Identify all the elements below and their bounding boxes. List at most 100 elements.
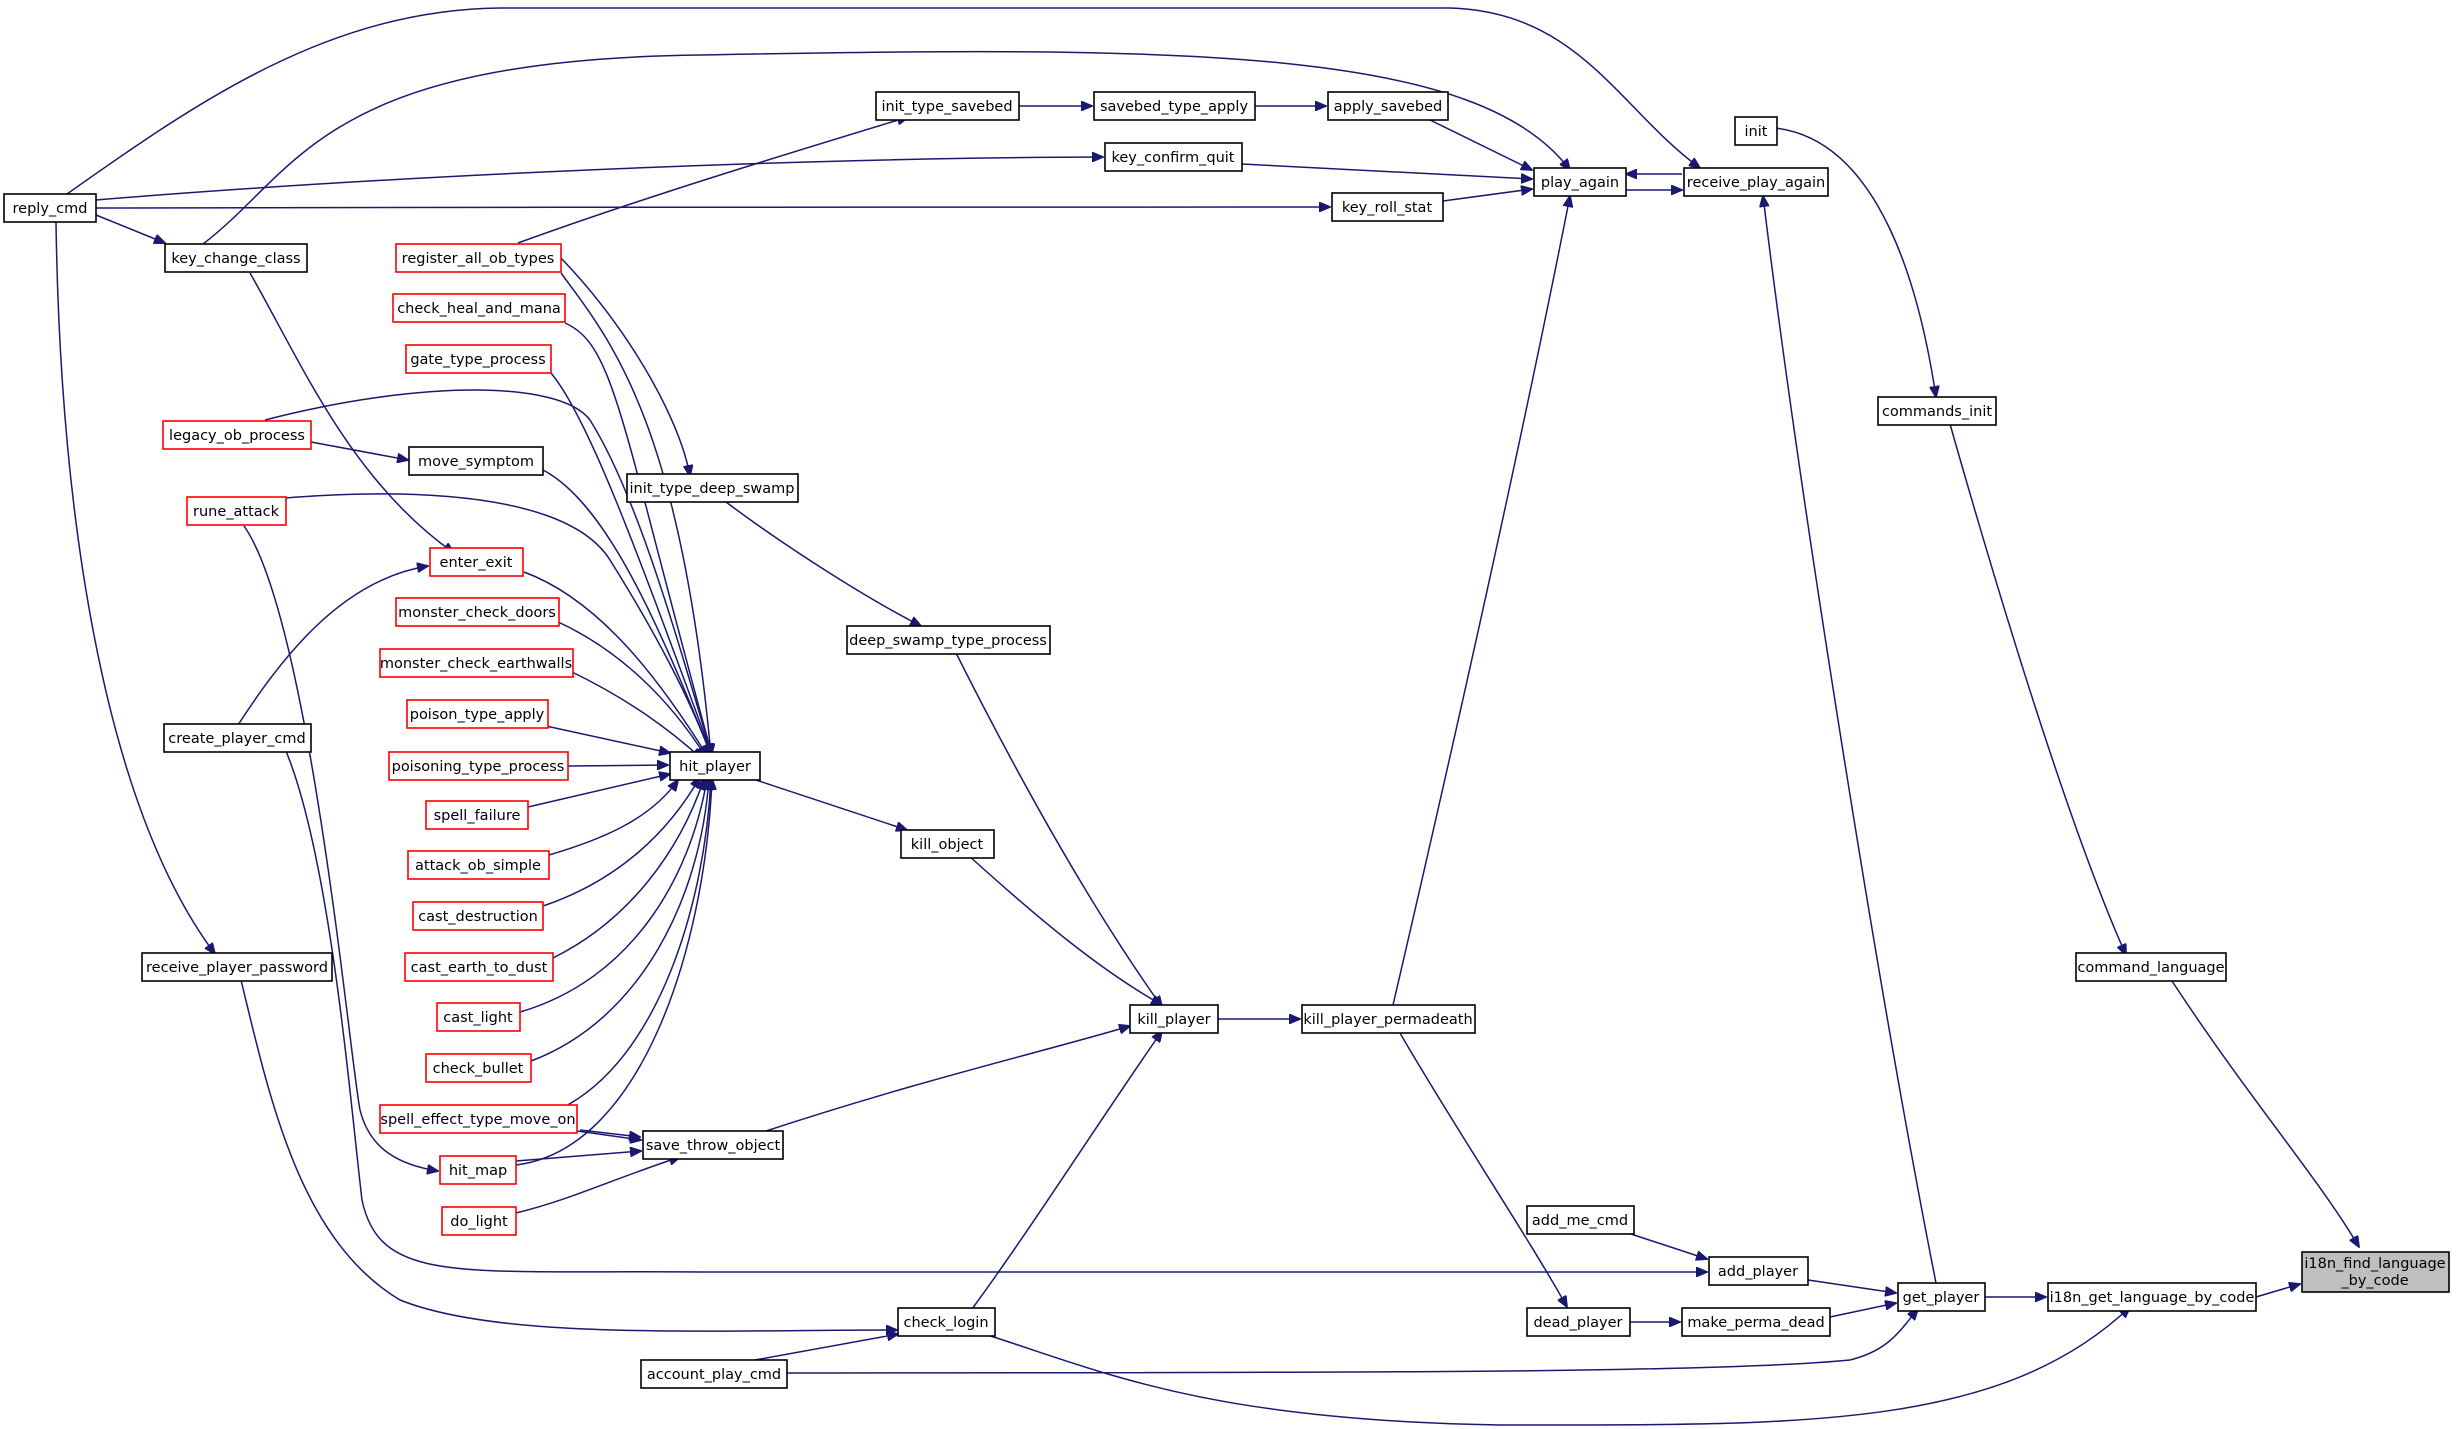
edge-reply_cmd-key_roll_stat [95,207,1330,208]
edge-spell_effect_type_move_on-save_throw_object [576,1130,641,1140]
edge-spell_effect_type_move_on-hit_player [559,779,711,1110]
node-poison_type_apply[interactable]: poison_type_apply [406,699,549,729]
edge-kill_object-kill_player [967,854,1162,1005]
edge-get_player-receive_play_again [1763,196,1937,1284]
node-label-spell_effect_type_move_on: spell_effect_type_move_on [380,1112,575,1128]
node-save_throw_object[interactable]: save_throw_object [642,1130,784,1160]
node-label-kill_player: kill_player [1137,1012,1210,1028]
edge-cast_light-hit_player [519,779,707,1013]
node-label-i18n_find_language_by_code-line2: _by_code [2340,1273,2408,1289]
node-label-receive_player_password: receive_player_password [146,960,328,976]
edge-reply_cmd-receive_player_password [55,221,215,954]
edge-monster_check_doors-hit_player [555,620,706,757]
node-label-init_type_deep_swamp: init_type_deep_swamp [630,481,795,497]
node-init_type_deep_swamp[interactable]: init_type_deep_swamp [626,473,799,503]
edge-cast_earth_to_dust-hit_player [552,779,704,959]
node-label-kill_player_permadeath: kill_player_permadeath [1303,1012,1472,1028]
node-i18n_get_language_by_code[interactable]: i18n_get_language_by_code [2047,1282,2257,1312]
node-label-spell_failure: spell_failure [434,808,521,824]
node-label-cast_light: cast_light [443,1010,513,1026]
node-enter_exit[interactable]: enter_exit [429,547,524,577]
edge-create_player_cmd-add_player [282,743,1707,1272]
node-cast_destruction[interactable]: cast_destruction [412,901,544,931]
edge-key_roll_stat-play_again [1442,189,1532,202]
node-poisoning_type_process[interactable]: poisoning_type_process [388,751,569,781]
node-do_light[interactable]: do_light [441,1206,517,1236]
node-add_player[interactable]: add_player [1708,1256,1809,1286]
node-check_heal_and_mana[interactable]: check_heal_and_mana [392,293,566,323]
edge-register_all_ob_types-init_type_savebed [517,117,908,244]
node-label-commands_init: commands_init [1882,404,1992,420]
edge-init_type_deep_swamp-deep_swamp_type_process [725,501,921,626]
node-check_bullet[interactable]: check_bullet [425,1053,532,1083]
node-i18n_find_language_by_code[interactable]: i18n_find_language_by_code [2301,1251,2450,1293]
node-label-get_player: get_player [1903,1290,1980,1306]
node-cast_earth_to_dust[interactable]: cast_earth_to_dust [404,952,554,982]
edge-reply_cmd-key_confirm_quit [95,157,1103,201]
node-spell_failure[interactable]: spell_failure [425,800,529,830]
node-label-key_roll_stat: key_roll_stat [1342,200,1433,216]
node-spell_effect_type_move_on[interactable]: spell_effect_type_move_on [379,1104,578,1134]
node-apply_savebed[interactable]: apply_savebed [1327,91,1449,121]
edge-hit_map-hit_player [515,779,712,1166]
node-label-init_type_savebed: init_type_savebed [881,99,1012,115]
node-dead_player[interactable]: dead_player [1526,1307,1631,1337]
node-create_player_cmd[interactable]: create_player_cmd [163,723,312,753]
node-label-i18n_find_language_by_code-line1: i18n_find_language [2304,1256,2445,1272]
node-label-poison_type_apply: poison_type_apply [410,707,545,723]
node-reply_cmd[interactable]: reply_cmd [3,193,97,223]
node-add_me_cmd[interactable]: add_me_cmd [1526,1205,1635,1235]
node-label-check_bullet: check_bullet [433,1061,524,1077]
node-cast_light[interactable]: cast_light [436,1002,521,1032]
node-receive_player_password[interactable]: receive_player_password [141,952,333,982]
node-label-poisoning_type_process: poisoning_type_process [392,759,565,775]
node-attack_ob_simple[interactable]: attack_ob_simple [407,850,550,880]
node-deep_swamp_type_process[interactable]: deep_swamp_type_process [846,625,1051,655]
node-register_all_ob_types[interactable]: register_all_ob_types [395,243,562,273]
node-label-i18n_get_language_by_code: i18n_get_language_by_code [2050,1290,2255,1306]
node-check_login[interactable]: check_login [897,1307,996,1337]
edge-kill_player_permadeath-play_again [1392,196,1570,1006]
edge-gate_type_process-hit_player [550,372,712,755]
node-play_again[interactable]: play_again [1533,167,1627,197]
node-commands_init[interactable]: commands_init [1877,396,1997,426]
edge-monster_check_earthwalls-hit_player [569,670,702,759]
node-hit_player[interactable]: hit_player [669,751,761,781]
node-label-register_all_ob_types: register_all_ob_types [402,251,555,267]
node-key_confirm_quit[interactable]: key_confirm_quit [1104,142,1243,172]
node-command_language[interactable]: command_language [2075,952,2227,982]
node-move_symptom[interactable]: move_symptom [408,446,544,476]
edge-rune_attack-hit_player [243,493,711,755]
edge-command_language-i18n_find_language_by_code [2171,980,2359,1247]
node-init_type_savebed[interactable]: init_type_savebed [875,91,1020,121]
node-make_perma_dead[interactable]: make_perma_dead [1681,1307,1831,1337]
node-init[interactable]: init [1734,116,1778,146]
node-kill_player_permadeath[interactable]: kill_player_permadeath [1301,1004,1476,1034]
edge-kill_player_permadeath-dead_player [1399,1032,1567,1307]
node-rune_attack[interactable]: rune_attack [186,496,287,526]
node-kill_player[interactable]: kill_player [1129,1004,1219,1034]
node-kill_object[interactable]: kill_object [900,829,995,859]
edge-legacy_ob_process-move_symptom [310,441,408,460]
node-account_play_cmd[interactable]: account_play_cmd [640,1359,788,1389]
edge-apply_savebed-play_again [1425,117,1532,170]
node-label-hit_player: hit_player [679,759,751,775]
node-savebed_type_apply[interactable]: savebed_type_apply [1093,91,1256,121]
node-label-apply_savebed: apply_savebed [1334,99,1442,115]
node-label-make_perma_dead: make_perma_dead [1687,1315,1824,1331]
node-label-enter_exit: enter_exit [440,555,513,571]
edge-move_symptom-hit_player [542,469,711,755]
node-receive_play_again[interactable]: receive_play_again [1683,167,1829,197]
node-key_change_class[interactable]: key_change_class [164,243,308,273]
edge-i18n_get_language_by_code-i18n_find_language_by_code [2255,1284,2300,1298]
node-key_roll_stat[interactable]: key_roll_stat [1331,192,1444,222]
node-gate_type_process[interactable]: gate_type_process [405,344,552,374]
node-label-gate_type_process: gate_type_process [410,352,545,368]
node-legacy_ob_process[interactable]: legacy_ob_process [162,420,312,450]
node-monster_check_doors[interactable]: monster_check_doors [395,597,560,627]
edge-reply_cmd-key_change_class [95,214,165,243]
node-get_player[interactable]: get_player [1897,1282,1986,1312]
node-hit_map[interactable]: hit_map [439,1155,517,1185]
edge-init-commands_init [1774,127,1936,397]
node-monster_check_earthwalls[interactable]: monster_check_earthwalls [379,648,574,678]
